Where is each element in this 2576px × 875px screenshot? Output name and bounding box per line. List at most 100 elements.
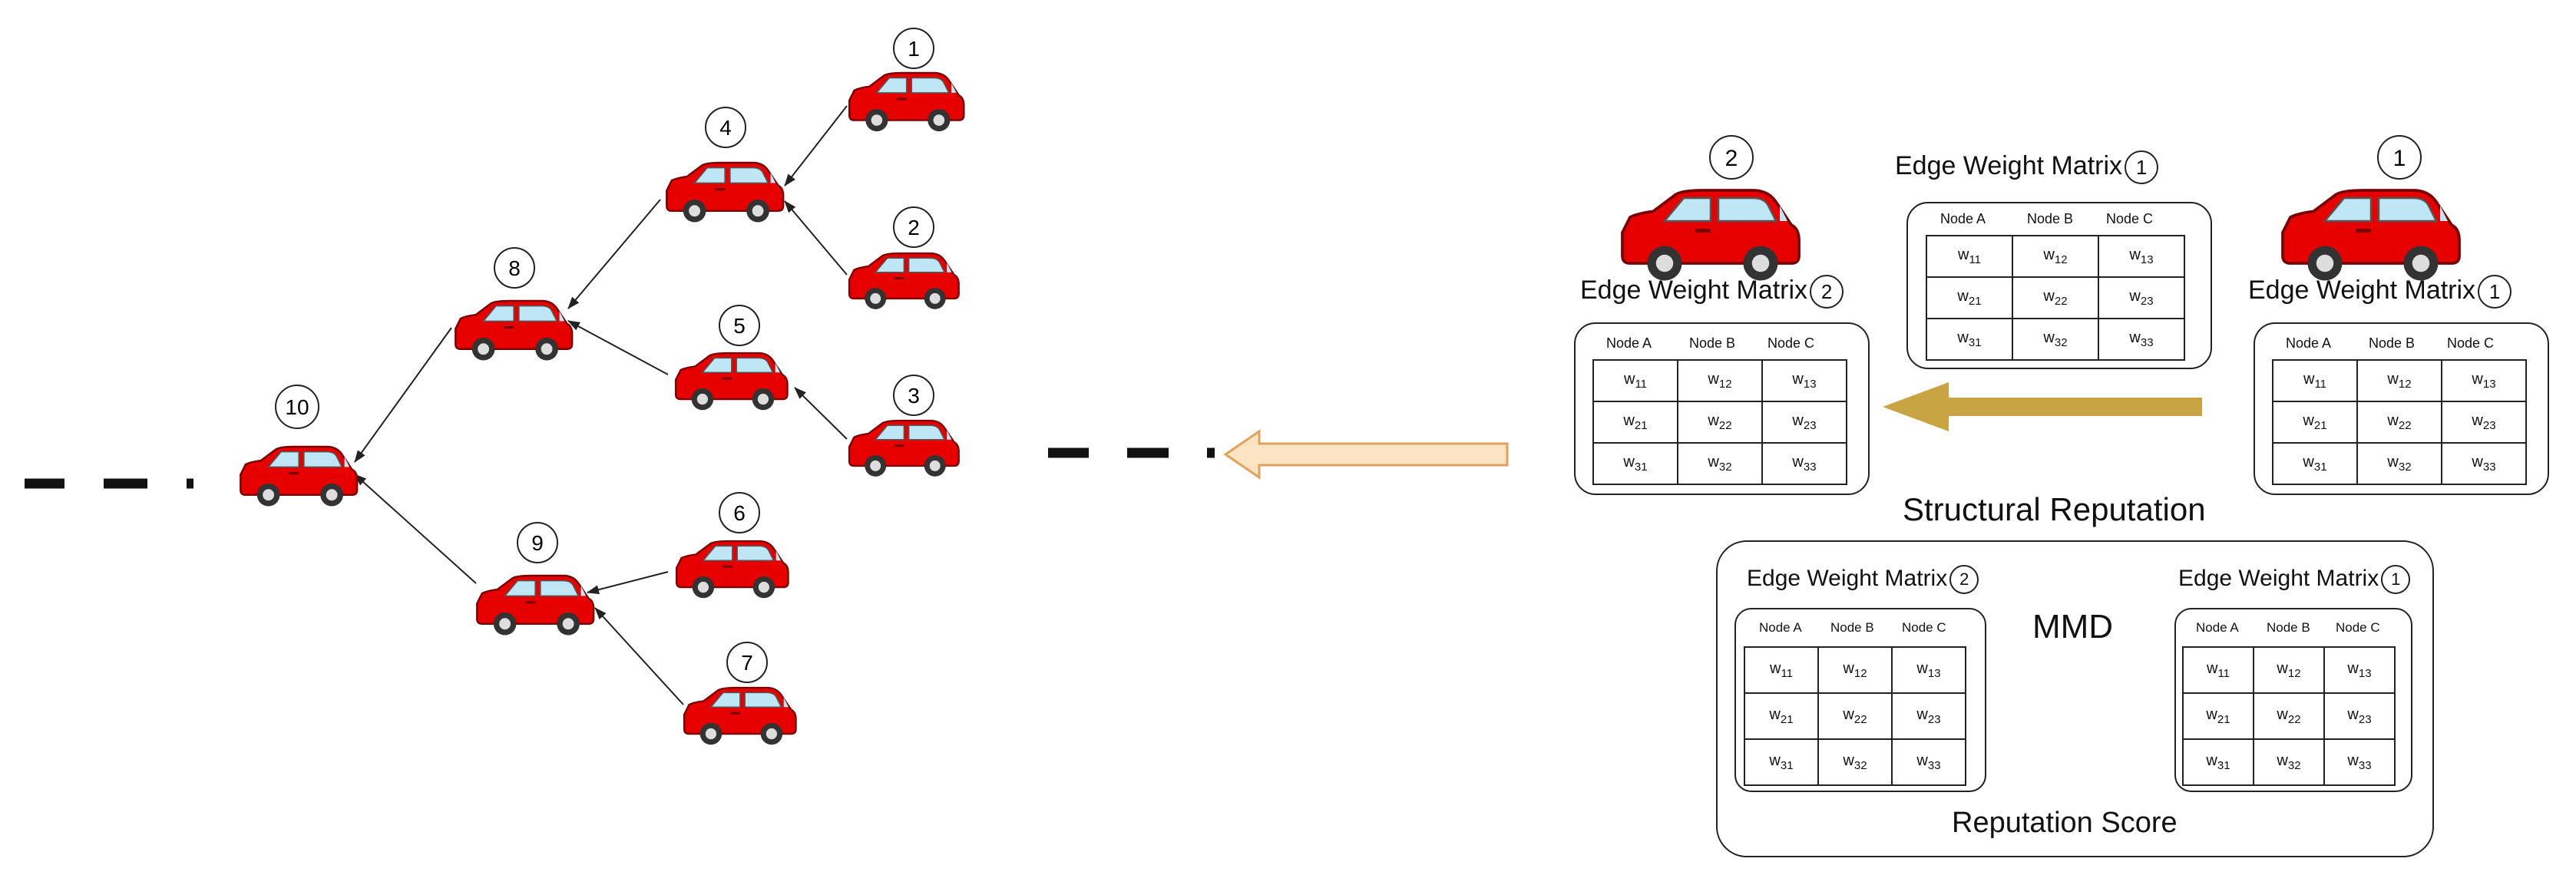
center-matrix-number: 1 <box>2125 150 2159 184</box>
matrix-header-c: Node C <box>2447 335 2495 351</box>
cell-w21: w21 <box>1744 692 1819 740</box>
node-circle-10 <box>275 385 319 429</box>
cell-w23: w23 <box>1891 692 1966 740</box>
cell-w13: w13 <box>2323 646 2396 694</box>
transfer-arrow-gold <box>1883 382 2202 431</box>
cell-w32: w32 <box>2012 318 2099 361</box>
cell-w12: w12 <box>2012 235 2099 278</box>
node-label-7: 7 <box>741 651 753 675</box>
cell-w22: w22 <box>2253 692 2325 740</box>
matrix-header-b: Node B <box>1689 335 1736 351</box>
cell-w31: w31 <box>1926 318 2013 361</box>
car-vehicle-2 <box>1621 189 1801 282</box>
edge-4-8 <box>567 199 661 309</box>
cell-w23: w23 <box>2441 401 2527 444</box>
car-node-3: 3 <box>848 375 960 478</box>
structural-reputation-title: Structural Reputation <box>1903 491 2206 527</box>
cell-w21: w21 <box>2272 401 2358 444</box>
cell-w31: w31 <box>2272 442 2358 485</box>
edge-1-4 <box>784 105 848 187</box>
node-circle-4 <box>705 107 746 148</box>
node-label-5: 5 <box>733 314 746 338</box>
node-circle-6 <box>719 492 760 533</box>
cell-w11: w11 <box>1744 646 1819 694</box>
node-circle-2 <box>893 206 934 248</box>
matrix-header-a: Node A <box>1759 620 1802 635</box>
matrix-header-c: Node C <box>1902 620 1946 635</box>
edge-8-10 <box>354 327 452 463</box>
cell-w22: w22 <box>2356 401 2442 444</box>
cell-w21: w21 <box>2182 692 2254 740</box>
node-label-3: 3 <box>908 384 920 408</box>
cell-w33: w33 <box>1891 738 1966 786</box>
cell-w11: w11 <box>2182 646 2254 694</box>
matrix-header-a: Node A <box>2286 335 2332 351</box>
vehicle-2-badge: 2 <box>1709 135 1754 180</box>
left-matrix-number: 2 <box>1810 275 1844 309</box>
matrix-header-b: Node B <box>1830 620 1874 635</box>
matrix-header-c: Node C <box>2336 620 2380 635</box>
car-node-8: 8 <box>455 247 574 362</box>
cell-w21: w21 <box>1592 401 1678 444</box>
rep-left-matrix-number: 2 <box>1949 565 1979 594</box>
cell-w32: w32 <box>1677 442 1763 485</box>
cell-w33: w33 <box>2441 442 2527 485</box>
cell-w32: w32 <box>2253 738 2325 786</box>
cell-w11: w11 <box>2272 359 2358 402</box>
cell-w22: w22 <box>2012 276 2099 319</box>
node-circle-5 <box>719 305 760 346</box>
transfer-arrow-pale <box>1223 429 1509 480</box>
cell-w11: w11 <box>1592 359 1678 402</box>
cell-w12: w12 <box>2356 359 2442 402</box>
node-label-10: 10 <box>285 395 309 419</box>
cell-w13: w13 <box>2441 359 2527 402</box>
edge-2-4 <box>784 200 848 276</box>
car-node-5: 5 <box>674 305 789 411</box>
tree-nodes: 1 2 3 4 5 <box>240 28 965 746</box>
cell-w22: w22 <box>1817 692 1893 740</box>
car-node-2: 2 <box>848 206 960 311</box>
node-circle-7 <box>726 642 768 683</box>
cell-w23: w23 <box>1761 401 1847 444</box>
edge-6-9 <box>587 571 669 595</box>
rep-right-matrix-number: 1 <box>2381 565 2411 594</box>
cell-w31: w31 <box>1592 442 1678 485</box>
cell-w12: w12 <box>1677 359 1763 402</box>
node-label-2: 2 <box>908 216 920 239</box>
cell-w33: w33 <box>2098 318 2185 361</box>
car-node-1: 1 <box>848 28 965 133</box>
edge-5-8 <box>567 320 669 375</box>
mmd-label: MMD <box>2032 608 2114 646</box>
vehicle-1-badge: 1 <box>2377 135 2422 180</box>
car-node-4: 4 <box>666 107 785 223</box>
cell-w33: w33 <box>1761 442 1847 485</box>
node-label-8: 8 <box>508 256 521 280</box>
cell-w32: w32 <box>2356 442 2442 485</box>
cell-w23: w23 <box>2098 276 2185 319</box>
node-label-9: 9 <box>531 531 544 555</box>
matrix-header-a: Node A <box>1606 335 1652 351</box>
matrix-header-b: Node B <box>2027 211 2074 226</box>
car-node-10: 10 <box>240 385 359 507</box>
cell-w13: w13 <box>1891 646 1966 694</box>
car-node-9: 9 <box>476 522 595 636</box>
node-label-6: 6 <box>733 501 746 525</box>
cell-w21: w21 <box>1926 276 2013 319</box>
node-circle-1 <box>893 28 934 69</box>
node-circle-8 <box>494 247 535 289</box>
